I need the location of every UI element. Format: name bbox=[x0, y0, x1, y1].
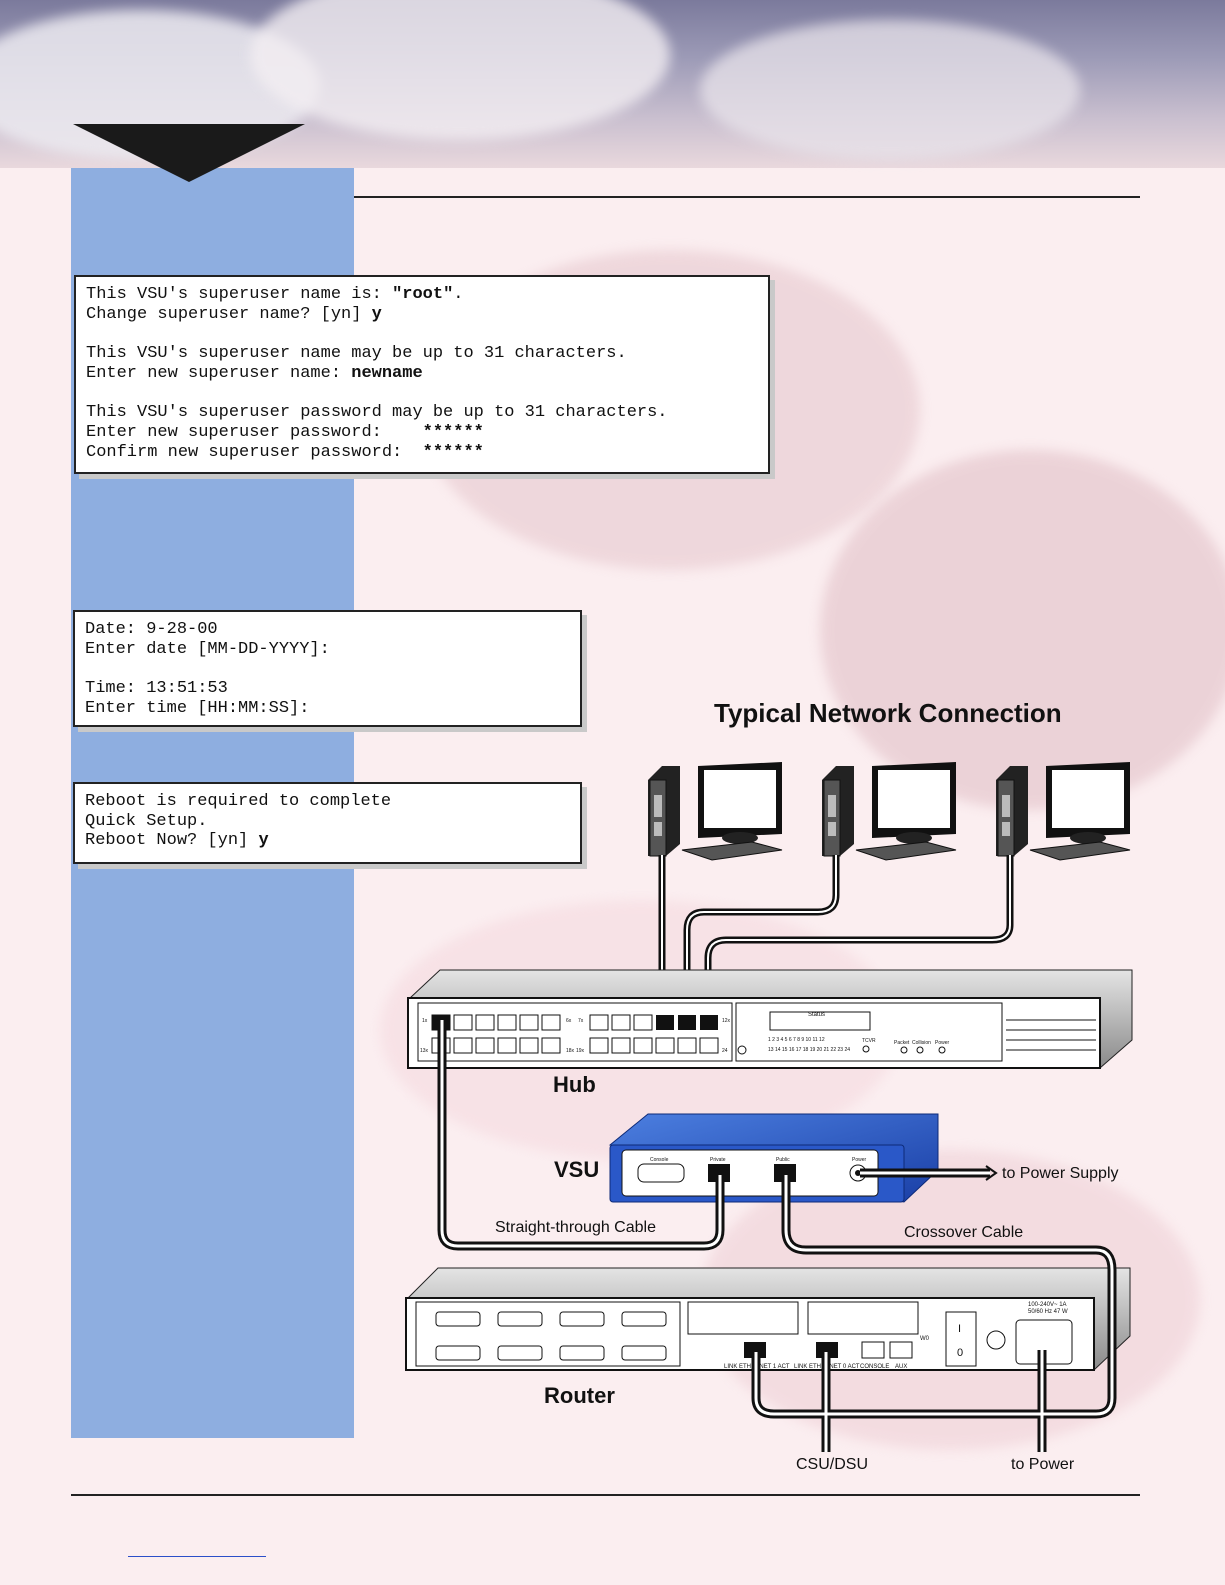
csu-dsu-label: CSU/DSU bbox=[796, 1456, 869, 1473]
terminal-text: Date: 9-28-00 bbox=[85, 620, 218, 639]
diagram-title: Typical Network Connection bbox=[714, 698, 1062, 728]
terminal-line: Enter date [MM-DD-YYYY]: bbox=[85, 640, 570, 660]
workstation-2 bbox=[822, 762, 957, 861]
hub-port-label-6x: 6x bbox=[566, 1018, 572, 1024]
vsu-console-label: Console bbox=[650, 1157, 669, 1163]
terminal-line: Enter time [HH:MM:SS]: bbox=[85, 699, 570, 719]
power-arrow-icon bbox=[985, 1165, 998, 1181]
router-device: LINK ETHERNET 1 ACT LINK ETHERNET 0 ACT … bbox=[405, 1267, 1131, 1371]
terminal-line: Reboot is required to complete bbox=[85, 792, 570, 812]
to-power-supply-label: to Power Supply bbox=[1002, 1165, 1119, 1182]
cloud-shape bbox=[820, 450, 1225, 810]
hub-port-label-19x: 19x bbox=[576, 1048, 585, 1054]
terminal-text: Reboot is required to complete bbox=[85, 792, 392, 811]
straight-through-cable-label: Straight-through Cable bbox=[495, 1219, 656, 1236]
terminal-line: Confirm new superuser password: ****** bbox=[86, 443, 758, 463]
terminal-text: Enter date [MM-DD-YYYY]: bbox=[85, 639, 330, 659]
terminal-line: Time: 13:51:53 bbox=[85, 679, 570, 699]
terminal-input-value: ****** bbox=[422, 422, 484, 442]
terminal-text: This VSU's superuser name may be up to 3… bbox=[86, 344, 627, 364]
router-w0-label: W0 bbox=[920, 1336, 930, 1342]
vsu-private-label: Private bbox=[710, 1157, 726, 1163]
terminal-superuser-setup: This VSU's superuser name is: "root".Cha… bbox=[74, 275, 770, 474]
terminal-text: Time: 13:51:53 bbox=[85, 679, 228, 699]
terminal-input-value: newname bbox=[351, 363, 423, 383]
cloud-shape bbox=[700, 20, 1080, 160]
terminal-input-value: y bbox=[371, 304, 382, 324]
hub-device: 1x 6x 7x 12x 13x 18x 19x 24 Status 1 2 3… bbox=[407, 969, 1133, 1069]
terminal-text: Reboot Now? [yn] bbox=[85, 831, 259, 851]
terminal-text: This VSU's superuser name is: bbox=[86, 285, 393, 304]
vsu-power-label: Power bbox=[852, 1157, 867, 1163]
hub-collision-label: Collision bbox=[912, 1040, 931, 1046]
workstation-1 bbox=[648, 762, 783, 861]
terminal-text-tail: . bbox=[453, 285, 464, 304]
terminal-text: Enter time [HH:MM:SS]: bbox=[85, 698, 310, 718]
cloud-shape bbox=[250, 0, 670, 140]
router-aux-label: AUX bbox=[895, 1364, 907, 1370]
router-power-rating: 100-240V~ 1A bbox=[1028, 1302, 1067, 1308]
router-power-rating-2: 50/60 Hz 47 W bbox=[1028, 1309, 1068, 1315]
hub-port-label-13x: 13x bbox=[420, 1048, 429, 1054]
terminal-line: Enter new superuser name: newname bbox=[86, 364, 758, 384]
hub-port-label-7x: 7x bbox=[578, 1018, 584, 1024]
terminal-input-value: y bbox=[258, 831, 269, 851]
section-arrow-icon bbox=[73, 124, 305, 182]
hub-port-label-24: 24 bbox=[722, 1048, 728, 1054]
hub-status-label: Status bbox=[808, 1012, 825, 1018]
hub-port-label-12x: 12x bbox=[722, 1018, 731, 1024]
vsu-label: VSU bbox=[554, 1157, 600, 1182]
terminal-line: Quick Setup. bbox=[85, 812, 570, 832]
hub-tcvr-label: TCVR bbox=[862, 1038, 876, 1044]
vsu-device: Console Private Public Power bbox=[608, 1113, 939, 1203]
hub-label: Hub bbox=[553, 1072, 596, 1097]
terminal-line: Date: 9-28-00 bbox=[85, 620, 570, 640]
router-label: Router bbox=[544, 1383, 615, 1408]
hub-port-label-1x: 1x bbox=[422, 1018, 428, 1024]
terminal-text: Quick Setup. bbox=[85, 811, 208, 831]
terminal-text: Enter new superuser name: bbox=[86, 363, 352, 383]
hub-packet-label: Packet bbox=[894, 1040, 910, 1046]
terminal-text: Confirm new superuser password: bbox=[86, 442, 423, 462]
terminal-text: Change superuser name? [yn] bbox=[86, 304, 372, 324]
crossover-cable-label: Crossover Cable bbox=[904, 1224, 1024, 1241]
router-switch-on: I bbox=[958, 1323, 961, 1335]
vsu-public-label: Public bbox=[776, 1157, 790, 1163]
footer-link-underline[interactable] bbox=[128, 1556, 266, 1557]
terminal-input-value: ****** bbox=[422, 442, 484, 462]
top-rule bbox=[354, 196, 1140, 198]
terminal-line: Enter new superuser password: ****** bbox=[86, 423, 758, 443]
terminal-line: Change superuser name? [yn] y bbox=[86, 305, 758, 325]
terminal-line: This VSU's superuser name is: "root". bbox=[86, 285, 758, 305]
hub-power-label: Power bbox=[935, 1040, 950, 1046]
terminal-text: Enter new superuser password: bbox=[86, 422, 423, 442]
terminal-text: This VSU's superuser password may be up … bbox=[86, 403, 668, 423]
to-power-label: to Power bbox=[1011, 1456, 1075, 1473]
terminal-line: This VSU's superuser password may be up … bbox=[86, 403, 758, 423]
workstation-3 bbox=[996, 762, 1131, 861]
hub-port-label-18x: 18x bbox=[566, 1048, 575, 1054]
router-console-label: CONSOLE bbox=[860, 1364, 889, 1370]
bottom-rule bbox=[71, 1494, 1140, 1496]
terminal-line: Reboot Now? [yn] y bbox=[85, 831, 570, 851]
hub-port-numbers-bottom: 13 14 15 16 17 18 19 20 21 22 23 24 bbox=[768, 1047, 850, 1053]
hub-port-numbers-top: 1 2 3 4 5 6 7 8 9 10 11 12 bbox=[768, 1037, 825, 1043]
terminal-input-value: "root" bbox=[392, 285, 454, 304]
router-switch-off: 0 bbox=[957, 1347, 963, 1359]
terminal-line: This VSU's superuser name may be up to 3… bbox=[86, 344, 758, 364]
